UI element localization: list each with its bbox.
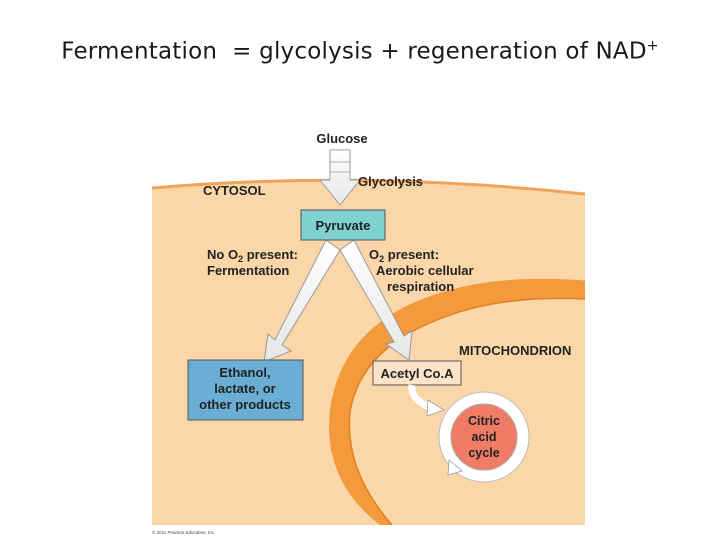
no-o2-rest: present: — [243, 247, 298, 262]
aerobic-label-line2: respiration — [387, 279, 454, 294]
citric-label-line3: cycle — [468, 446, 499, 460]
products-label-line1: Ethanol, — [219, 365, 270, 380]
aerobic-label-line1: Aerobic cellular — [376, 263, 474, 278]
citric-cycle-core — [450, 403, 518, 471]
acetyl-coa-box — [372, 360, 462, 386]
fermentation-label: Fermentation — [207, 263, 289, 278]
citric-label-line2: acid — [471, 430, 496, 444]
glycolysis-arrow — [318, 149, 362, 206]
glucose-label: Glucose — [316, 131, 367, 146]
pyruvate-box — [300, 209, 386, 241]
products-label-line3: other products — [199, 397, 291, 412]
products-label-line2: lactate, or — [214, 381, 275, 396]
slide-title: Fermentation = glycolysis + regeneration… — [0, 38, 720, 65]
fermentation-arrow — [263, 239, 341, 363]
acetyl-coa-label: Acetyl Co.A — [381, 366, 455, 381]
products-box — [187, 359, 304, 421]
citric-label-line1: Citric — [468, 414, 500, 428]
mitochondrion-inner-membrane — [348, 297, 585, 525]
title-superscript: + — [646, 38, 659, 54]
o2-label: O2 present: — [369, 247, 439, 264]
acetyl-to-cycle-arrowhead — [426, 399, 445, 417]
respiration-arrow — [339, 239, 413, 361]
no-o2-label: No O2 present: — [207, 247, 298, 264]
o2-rest: present: — [384, 247, 439, 262]
o2-text: O — [369, 247, 379, 262]
o2-subscript: 2 — [379, 254, 384, 264]
pyruvate-label: Pyruvate — [316, 218, 371, 233]
title-text: Fermentation = glycolysis + regeneration… — [61, 38, 647, 65]
cytosol-label: CYTOSOL — [203, 183, 266, 198]
no-o2-subscript: 2 — [238, 254, 243, 264]
cycle-arrowhead — [447, 459, 463, 476]
copyright-text: © 2011 Pearson Education, Inc. — [152, 529, 215, 535]
no-o2-text: No O — [207, 247, 238, 262]
cell-membrane — [152, 178, 585, 196]
mitochondrion-label: MITOCHONDRION — [459, 343, 571, 358]
glycolysis-label: Glycolysis — [358, 174, 423, 189]
